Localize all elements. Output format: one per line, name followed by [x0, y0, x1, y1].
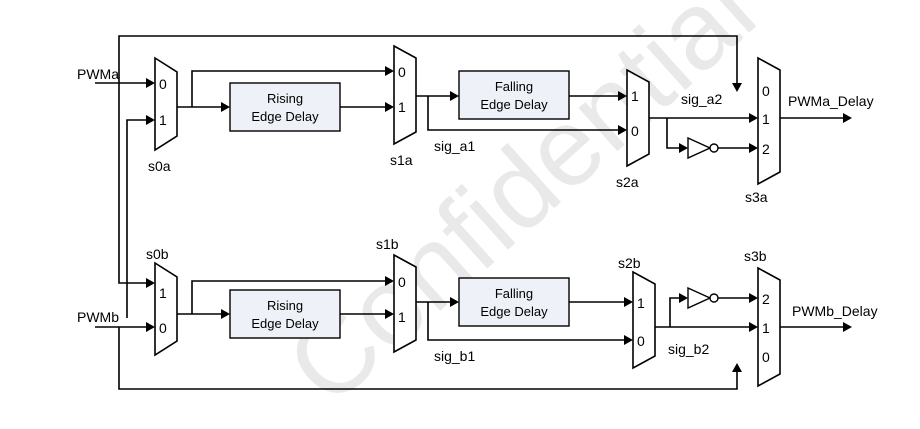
pwma-delay-label: PWMa_Delay [788, 93, 874, 109]
mux-s3b-in0: 0 [762, 349, 770, 365]
mux-s1b [393, 253, 417, 354]
s1a-out-arrow [450, 91, 459, 101]
mux-s2a [626, 68, 650, 168]
watermark-text: Confidential [264, 0, 778, 428]
sig-a2-arrow [749, 113, 758, 123]
mux-s2b-in0: 0 [637, 333, 645, 349]
mux-s1a-in1: 1 [398, 99, 406, 115]
s0b-out-arrow [221, 309, 230, 319]
mux-s0b [154, 261, 178, 357]
falling-a-line1: Falling [495, 79, 533, 94]
pwmb-arrow [146, 322, 155, 332]
s0a-out-arrow [221, 102, 230, 112]
rising-edge-delay-a [229, 82, 341, 132]
pwmb-cross-arrow [146, 115, 155, 125]
falling-b-out-arrow [624, 297, 633, 307]
rising-a-line1: Rising [267, 91, 303, 106]
mux-s0b-in1: 1 [159, 285, 167, 301]
mux-s3a [757, 56, 781, 186]
mux-s1a [393, 44, 417, 146]
falling-edge-delay-b [458, 277, 570, 327]
mux-s3b [757, 266, 781, 388]
falling-a-out-arrow [618, 91, 627, 101]
sig-a2-label: sig_a2 [681, 91, 722, 107]
rising-b-line2: Edge Delay [251, 316, 319, 331]
inv-a-out-arrow [749, 143, 758, 153]
falling-edge-delay-a [458, 70, 570, 120]
mux-s3a-in1: 1 [762, 111, 770, 127]
s0b-tap-arrow [385, 276, 394, 286]
mux-s2b-name: s2b [618, 255, 641, 271]
mux-s0a-in1: 1 [159, 112, 167, 128]
s3b-out-arrow [843, 322, 852, 332]
s0b-tap-wire [191, 280, 385, 314]
pwma-cross-wire [118, 83, 146, 284]
inv-a-in-arrow [679, 143, 688, 153]
pwma-arrow [146, 78, 155, 88]
mux-s1a-name: s1a [390, 152, 413, 168]
mux-s1b-name: s1b [376, 236, 399, 252]
mux-s2a-name: s2a [616, 174, 639, 190]
falling-b-line1: Falling [495, 286, 533, 301]
rising-a-out-arrow [385, 102, 394, 112]
pwma-bypass-wire [118, 35, 738, 90]
pwmb-label: PWMb [77, 309, 119, 325]
sig-b2-label: sig_b2 [668, 341, 709, 357]
rising-b-line1: Rising [267, 298, 303, 313]
sig-b2-arrow [749, 322, 758, 332]
sig-b1-arrow [624, 335, 633, 345]
pwmb-cross-wire [126, 119, 146, 318]
pwmb-bypass-arrow [732, 363, 742, 372]
mux-s3b-in2: 2 [762, 291, 770, 307]
sig-b2-inv-wire [669, 297, 679, 327]
inverter-b [687, 286, 712, 310]
sig-a1-label: sig_a1 [434, 138, 475, 154]
pwma-label: PWMa [77, 66, 119, 82]
mux-s0b-name: s0b [146, 246, 169, 262]
mux-s3a-in0: 0 [762, 83, 770, 99]
mux-s0a-name: s0a [148, 158, 171, 174]
inverter-a [687, 136, 712, 160]
sig-a1-wire [427, 96, 618, 131]
rising-edge-delay-b [229, 289, 341, 339]
mux-s2b-in1: 1 [637, 295, 645, 311]
falling-b-line2: Edge Delay [480, 304, 548, 319]
mux-s1b-in1: 1 [398, 309, 406, 325]
sig-a1-arrow [618, 125, 627, 135]
mux-s3a-name: s3a [745, 189, 768, 205]
inv-b-in-arrow [679, 293, 688, 303]
mux-s1a-in0: 0 [398, 64, 406, 80]
mux-s1b-in0: 0 [398, 274, 406, 290]
pwmb-bypass-wire [118, 327, 738, 390]
watermark: Confidential [264, 0, 778, 428]
s0a-tap-arrow [385, 66, 394, 76]
rising-a-line2: Edge Delay [251, 109, 319, 124]
pwma-cross-arrow [146, 278, 155, 288]
sig-b1-wire [427, 302, 624, 341]
mux-s0b-in0: 0 [159, 320, 167, 336]
mux-s2a-in0: 0 [631, 123, 639, 139]
mux-s3b-name: s3b [744, 248, 767, 264]
sig-a2-inv-wire [666, 118, 679, 149]
s0a-tap-wire [191, 70, 385, 107]
s1b-out-arrow [450, 297, 459, 307]
rising-b-out-arrow [385, 309, 394, 319]
sig-b1-label: sig_b1 [434, 348, 475, 364]
pwma-bypass-arrow [732, 83, 742, 92]
mux-s3a-in2: 2 [762, 141, 770, 157]
mux-s0a [154, 56, 178, 152]
falling-a-line2: Edge Delay [480, 97, 548, 112]
mux-s0a-in0: 0 [159, 76, 167, 92]
pwmb-delay-label: PWMb_Delay [792, 303, 878, 319]
inverter-b-bubble [709, 293, 719, 303]
mux-s3b-in1: 1 [762, 320, 770, 336]
mux-s2a-in1: 1 [631, 88, 639, 104]
mux-s2b [632, 270, 656, 370]
s3a-out-arrow [843, 113, 852, 123]
inverter-a-bubble [709, 143, 719, 153]
inv-b-out-arrow [749, 293, 758, 303]
